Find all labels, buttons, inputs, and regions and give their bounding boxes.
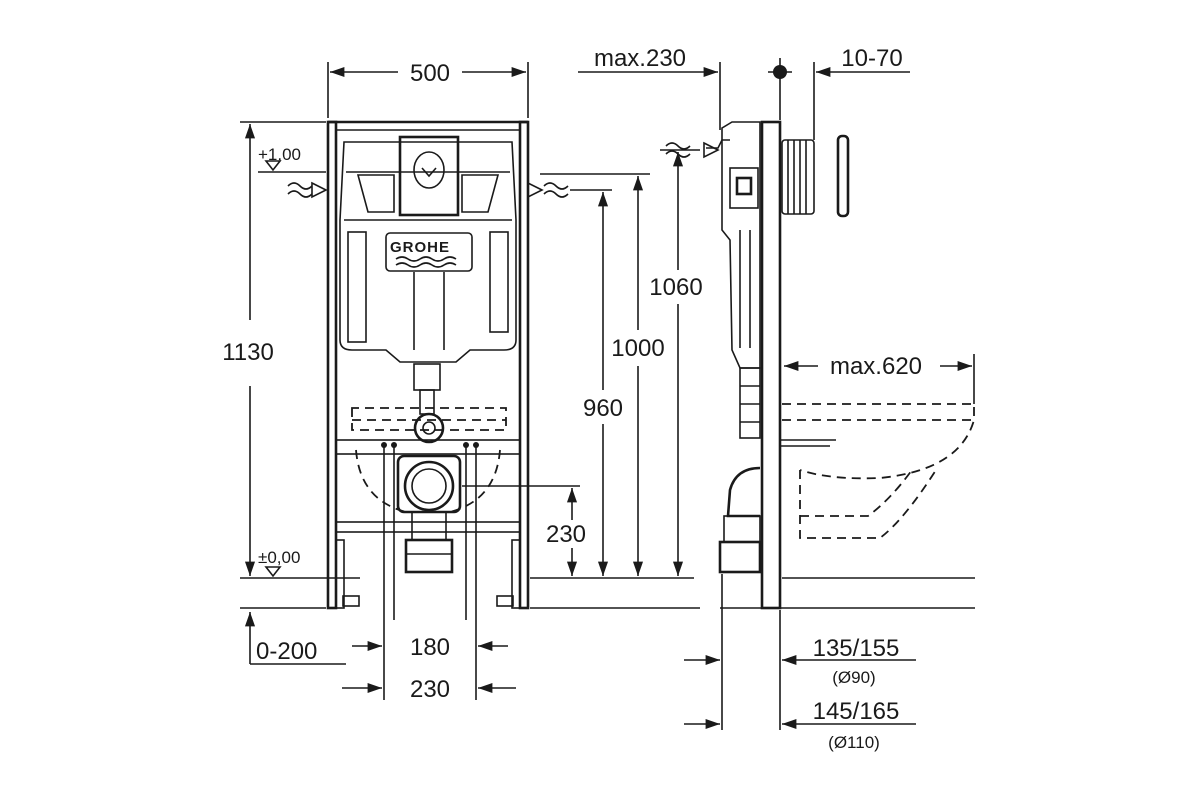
dim-outlet-height-label: 230 — [546, 521, 586, 548]
cistern-side — [665, 121, 761, 439]
dim-pipe-small: 135/155 (Ø90) — [684, 574, 916, 730]
dim-width: 500 — [327, 60, 529, 118]
flush-plate-side — [781, 134, 850, 218]
side-view: max.230 10-70 max.620 135/155 (Ø90) — [578, 45, 975, 752]
water-inlet-left — [287, 181, 328, 199]
dim-pipe-small-diameter: (Ø90) — [832, 668, 875, 687]
dim-bolt-outer: 230 — [342, 648, 516, 703]
dim-bowl-projection: max.620 — [784, 353, 975, 404]
level-top-label: +1,00 — [258, 145, 301, 164]
dim-outlet-height: 230 — [462, 485, 586, 576]
dim-max-depth: max.230 — [578, 45, 721, 130]
dim-height: 1130 — [222, 121, 326, 576]
outlet-bend — [396, 454, 462, 574]
level-zero-label: ±0,00 — [258, 548, 300, 567]
level-zero-marker: ±0,00 — [240, 548, 694, 579]
dim-bolt-spacing-label: 180 — [410, 634, 450, 661]
dim-bolt-outer-label: 230 — [410, 676, 450, 703]
level-top-marker: +1,00 — [258, 145, 326, 173]
front-view: GROHE — [222, 60, 703, 703]
water-inlet-right — [527, 181, 612, 199]
brand-logo-text: GROHE — [390, 239, 450, 256]
bolt-holes — [381, 442, 479, 648]
dim-pipe-large-label: 145/165 — [813, 698, 900, 725]
side-frame-post — [760, 120, 782, 610]
dim-inlet-lower-label: 960 — [583, 395, 623, 422]
dim-pipe-large-diameter: (Ø110) — [828, 733, 880, 752]
dim-bolt-spacing: 180 — [352, 634, 508, 661]
cistern: GROHE — [339, 135, 517, 444]
frame — [326, 120, 530, 610]
dim-wall-range-label: 10-70 — [841, 45, 902, 72]
dim-floor-adjust: 0-200 — [244, 612, 346, 665]
dim-total-height-label: 1060 — [649, 274, 702, 301]
outlet-pipe-side — [718, 439, 836, 574]
dim-width-label: 500 — [410, 60, 450, 87]
dim-pipe-large: 145/165 (Ø110) — [684, 698, 916, 752]
dim-inlet-lower: 960 — [583, 192, 623, 576]
dim-floor-adjust-label: 0-200 — [256, 638, 317, 665]
dim-total-height: 1060 — [649, 149, 703, 576]
dim-height-label: 1130 — [222, 339, 274, 366]
dim-wall-range: 10-70 — [768, 45, 910, 140]
brand-logo — [385, 232, 473, 272]
dim-bowl-projection-label: max.620 — [830, 353, 922, 380]
dim-inlet-height: 1000 — [540, 173, 665, 576]
dim-inlet-height-label: 1000 — [611, 335, 664, 362]
wc-bowl-outline — [782, 403, 975, 539]
dim-max-depth-label: max.230 — [594, 45, 686, 72]
dim-pipe-small-label: 135/155 — [813, 635, 900, 662]
